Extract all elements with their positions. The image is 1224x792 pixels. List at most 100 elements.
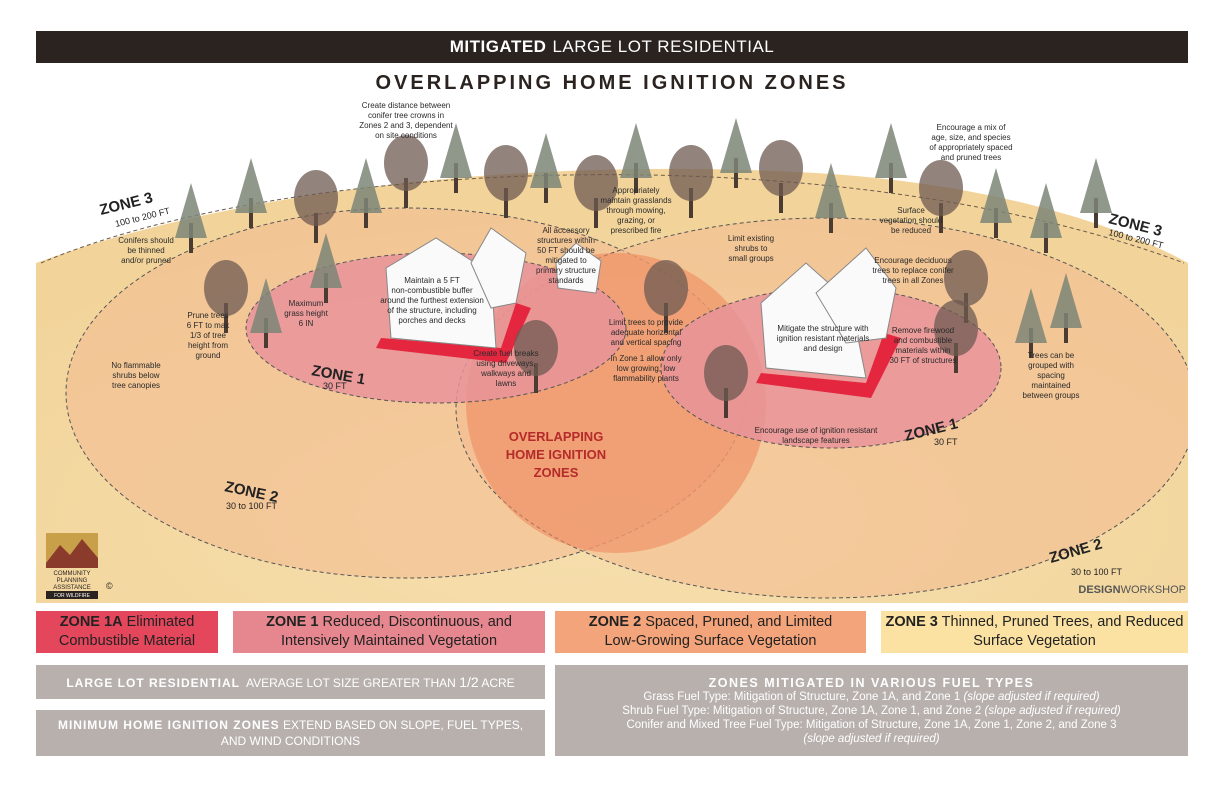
zone2-right-title: ZONE 2 [1047, 536, 1104, 567]
note-n8-line: using driveways, [476, 359, 535, 368]
accessory-structure [555, 242, 602, 294]
note-n3-line: height from [188, 341, 228, 350]
note-n10-line: shrubs to [735, 244, 768, 253]
note-n7-line: standards [548, 276, 583, 285]
minimum-zones-box: MINIMUM HOME IGNITION ZONES EXTEND BASED… [36, 710, 545, 756]
note-n12-line: low growing, low [617, 364, 676, 373]
deciduous-tree-icon [704, 345, 748, 418]
conifer-tree-icon [1015, 288, 1047, 358]
legend-zone2-line2: Low-Growing Surface Vegetation [604, 633, 817, 649]
note-n4-line: No flammable [111, 361, 161, 370]
header-bar: MITIGATED LARGE LOT RESIDENTIAL [36, 31, 1188, 63]
legend-zone1-line2: Intensively Maintained Vegetation [280, 633, 498, 649]
deciduous-tree-icon [514, 320, 558, 393]
legend-zone1a-bold: ZONE 1A [59, 614, 123, 630]
fuel-conifer-note: (slope adjusted if required) [803, 732, 940, 745]
note-n13-line: Mitigate the structure with [777, 324, 868, 333]
note-n14-line: Encourage a mix of [937, 123, 1007, 132]
deciduous-tree-icon [919, 160, 963, 233]
note-n1-line: Create distance between [362, 101, 451, 110]
header-bold: MITIGATED [449, 37, 547, 56]
note-n12-line: In Zone 1 allow only [610, 354, 681, 363]
conifer-tree-icon [620, 123, 652, 193]
note-n3-line: Prune trees [187, 311, 228, 320]
deciduous-tree-icon [669, 145, 713, 218]
note-n14-line: of appropriately spaced [929, 143, 1012, 152]
lot-size-unit: ACRE [481, 676, 515, 690]
note-n1-line: Zones 2 and 3, dependent [359, 121, 453, 130]
note-n5-line: grass height [284, 309, 328, 318]
note-n15-line: Surface [897, 206, 925, 215]
minimum-zones-line2: AND WIND CONDITIONS [220, 734, 361, 748]
logo-line-4: FOR WILDFIRE [54, 593, 90, 599]
note-n17-line: 30 FT of structures [890, 356, 957, 365]
legend-zone3-bold: ZONE 3 [885, 614, 938, 630]
note-n17-line: materials within [895, 346, 950, 355]
note-n2-line: Conifers should [118, 236, 174, 245]
deciduous-tree-icon [574, 155, 618, 228]
conifer-tree-icon [980, 168, 1012, 238]
fuel-types-title: ZONES MITIGATED IN VARIOUS FUEL TYPES [708, 675, 1035, 690]
zone-diagram [36, 118, 1188, 603]
legend-zone1-bold: ZONE 1 [266, 614, 319, 630]
legend-zone3-line2: Surface Vegetation [973, 633, 1096, 649]
deciduous-tree-icon [759, 140, 803, 213]
note-n7-line: mitigated to [545, 256, 587, 265]
page-subtitle: OVERLAPPING HOME IGNITION ZONES [375, 72, 849, 94]
deciduous-tree-icon [294, 170, 338, 243]
diagram-labels: ZONE 3 100 to 200 FT ZONE 3 100 to 200 F… [46, 101, 1186, 599]
note-n4-line: tree canopies [112, 381, 160, 390]
note-n5-line: 6 IN [299, 319, 314, 328]
zone1-right-sub: 30 FT [934, 437, 958, 447]
deciduous-tree-icon [384, 135, 428, 208]
overlap-label-3: ZONES [534, 465, 579, 480]
note-n14-line: and pruned trees [941, 153, 1002, 162]
conifer-tree-icon [1030, 183, 1062, 253]
note-n11-line: adequate horizontal [611, 328, 682, 337]
house-right [760, 247, 897, 379]
logo-line-1: COMMUNITY [54, 571, 91, 577]
minimum-zones-bold: MINIMUM HOME IGNITION ZONES [57, 718, 280, 732]
conifer-tree-icon [310, 233, 342, 303]
zone1a-right-buffer [756, 333, 901, 398]
note-n14-line: age, size, and species [931, 133, 1010, 142]
note-n19-line: spacing [1037, 371, 1065, 380]
note-n11-line: and vertical spacing [611, 338, 682, 347]
note-n18-line: landscape features [782, 436, 850, 445]
note-n19-line: grouped with [1028, 361, 1074, 370]
note-n13-line: ignition resistant materials [777, 334, 869, 343]
note-n6-line: around the furthest extension [380, 296, 484, 305]
conifer-tree-icon [350, 158, 382, 228]
note-n15-line: vegetation should [880, 216, 943, 225]
fuel-conifer: Conifer and Mixed Tree Fuel Type: Mitiga… [626, 718, 1117, 731]
note-n6-line: non-combustible buffer [391, 286, 473, 295]
note-n3-line: ground [196, 351, 221, 360]
deciduous-tree-icon [204, 260, 248, 333]
logo-line-3: ASSISTANCE [53, 585, 91, 591]
note-n16-line: trees to replace conifer [872, 266, 954, 275]
fuel-shrub: Shrub Fuel Type: Mitigation of Structure… [622, 704, 982, 717]
zone1-left-sub: 30 FT [323, 381, 347, 391]
note-n11-line: Limit trees to provide [609, 318, 684, 327]
credit-bold: DESIGN [1078, 584, 1120, 596]
note-n9-line: prescribed fire [611, 226, 662, 235]
note-n19-line: Trees can be [1028, 351, 1075, 360]
conifer-tree-icon [815, 163, 847, 233]
conifer-tree-icon [175, 183, 207, 253]
house-left [385, 227, 527, 349]
fuel-shrub-note: (slope adjusted if required) [984, 704, 1121, 717]
deciduous-tree-icon [484, 145, 528, 218]
note-n10-line: Limit existing [728, 234, 774, 243]
zone2-right-sub: 30 to 100 FT [1071, 567, 1123, 577]
note-n3-line: 1/3 of tree [190, 331, 227, 340]
note-n16-line: trees in all Zones [883, 276, 944, 285]
legend-zone1-text: Reduced, Discontinuous, and [322, 614, 512, 630]
note-n7-line: structures within [537, 236, 595, 245]
zone3-boundary [40, 174, 1185, 264]
note-n17-line: and combustible [894, 336, 953, 345]
note-n13-line: and design [803, 344, 842, 353]
zone2-left-sub: 30 to 100 FT [226, 501, 278, 511]
note-n6-line: porches and decks [398, 316, 465, 325]
